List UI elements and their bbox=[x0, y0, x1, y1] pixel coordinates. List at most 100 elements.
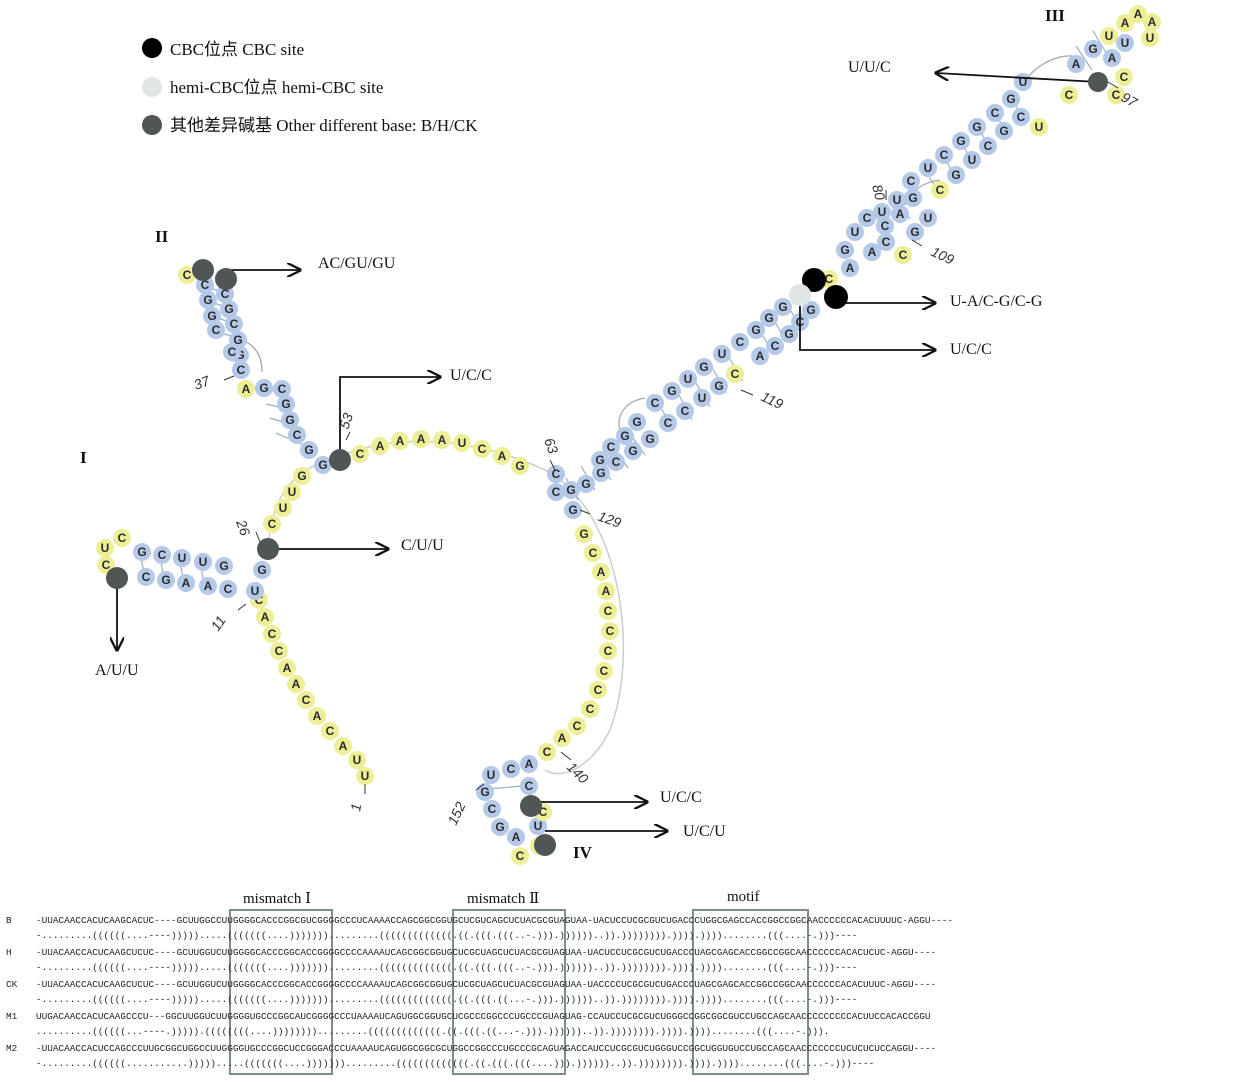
nucleotide-letter: C bbox=[586, 702, 595, 716]
nucleotide-letter: U bbox=[251, 584, 260, 598]
sequence-alignment: mismatch Ⅰ mismatch Ⅱ motif B-UUACAACCAC… bbox=[0, 885, 1239, 1082]
nucleotide-letter: C bbox=[607, 440, 616, 454]
nucleotide-circle bbox=[1141, 29, 1159, 47]
nucleotide-circle bbox=[575, 525, 593, 543]
box-title-mismatch-2: mismatch Ⅱ bbox=[467, 891, 540, 907]
nucleotide-circle bbox=[1084, 40, 1102, 58]
nucleotide-circle bbox=[935, 146, 953, 164]
nucleotide-letter: U bbox=[924, 211, 933, 225]
nucleotide-circle bbox=[589, 681, 607, 699]
nucleotide-circle bbox=[919, 209, 937, 227]
nucleotide-letter: G bbox=[764, 311, 773, 325]
nucleotide-letter: G bbox=[620, 429, 629, 443]
alignment-row-h-structure: -.........((((((....----))))).....((((((… bbox=[36, 962, 858, 973]
nucleotide-letter: A bbox=[558, 731, 567, 745]
nucleotide-letter: A bbox=[896, 207, 905, 221]
nucleotide-circle bbox=[873, 203, 891, 221]
nucleotide-circle bbox=[894, 246, 912, 264]
nucleotide-letter: G bbox=[645, 432, 654, 446]
nucleotide-letter: U bbox=[851, 225, 860, 239]
nucleotide-letter: G bbox=[840, 243, 849, 257]
nucleotide-circle bbox=[846, 223, 864, 241]
annotation-domain-iv-lower: U/C/U bbox=[683, 823, 726, 840]
nucleotide-circle bbox=[597, 582, 615, 600]
nucleotide-letter: C bbox=[539, 805, 548, 819]
nucleotide-letter: G bbox=[579, 527, 588, 541]
nucleotide-letter: G bbox=[595, 453, 604, 467]
nucleotide-letter: C bbox=[275, 644, 284, 658]
nucleotide-circle bbox=[592, 563, 610, 581]
nucleotide-circle bbox=[520, 777, 538, 795]
nucleotide-circle bbox=[858, 209, 876, 227]
nucleotide-letter: G bbox=[233, 333, 242, 347]
annotation-arrows bbox=[117, 73, 1099, 831]
nucleotide-circle bbox=[963, 151, 981, 169]
legend-hemi-label: hemi-CBC位点 hemi-CBC site bbox=[170, 78, 383, 97]
nucleotide-circle bbox=[663, 382, 681, 400]
nucleotide-circle bbox=[710, 377, 728, 395]
nucleotide-circle bbox=[891, 205, 909, 223]
nucleotide-letter: C bbox=[224, 582, 233, 596]
nucleotide-circle bbox=[751, 347, 769, 365]
nucleotide-circle bbox=[602, 438, 620, 456]
nucleotide-circle bbox=[483, 800, 501, 818]
nucleotide-circle bbox=[562, 481, 580, 499]
nucleotide-circle bbox=[774, 298, 792, 316]
nucleotide-circle bbox=[538, 743, 556, 761]
nucleotide-circle bbox=[726, 365, 744, 383]
alignment-row-ck-structure: -.........((((((....----))))).....((((((… bbox=[36, 994, 858, 1005]
nucleotide-circle bbox=[695, 358, 713, 376]
nucleotide-circle bbox=[412, 430, 430, 448]
nucleotide-circle bbox=[433, 431, 451, 449]
nucleotide-letter: C bbox=[118, 531, 127, 545]
nucleotide-letter: C bbox=[183, 268, 192, 282]
nucleotide-letter: U bbox=[924, 161, 933, 175]
alignment-row-m1-structure: ..........((((((...----.))))).((((((((..… bbox=[36, 1026, 830, 1037]
nucleotide-letter: G bbox=[297, 469, 306, 483]
nucleotide-letter: U bbox=[1146, 31, 1155, 45]
nucleotide-letter: C bbox=[525, 779, 534, 793]
nucleotide-letter: U bbox=[534, 819, 543, 833]
nucleotide-circle bbox=[321, 722, 339, 740]
nucleotide-circle bbox=[199, 577, 217, 595]
central-loop bbox=[267, 440, 625, 775]
nucleotide-letter: U bbox=[698, 391, 707, 405]
nucleotide-letter: G bbox=[714, 379, 723, 393]
nucleotide-letter: C bbox=[102, 558, 111, 572]
nucleotide-letter: U bbox=[878, 205, 887, 219]
nucleotide-letter: A bbox=[1072, 57, 1081, 71]
other-base-marker bbox=[215, 268, 237, 290]
nucleotide-letter: G bbox=[495, 820, 504, 834]
nucleotide-letter: C bbox=[881, 219, 890, 233]
nucleotide-circle bbox=[153, 546, 171, 564]
nucleotide-letter: C bbox=[507, 762, 516, 776]
nucleotide-letter: U bbox=[361, 769, 370, 783]
nucleotide-letter: A bbox=[438, 433, 447, 447]
nucleotide-letter: C bbox=[731, 367, 740, 381]
nucleotide-letter: G bbox=[304, 443, 313, 457]
nucleotide-letter: G bbox=[224, 302, 233, 316]
nucleotide-letter: A bbox=[602, 584, 611, 598]
nucleotide-letter: G bbox=[1006, 92, 1015, 106]
nucleotide-letter: C bbox=[825, 272, 834, 286]
nucleotide-letter: U bbox=[1105, 29, 1114, 43]
nucleotide-letter: G bbox=[281, 397, 290, 411]
nucleotide-circle bbox=[595, 662, 613, 680]
nucleotide-circle bbox=[199, 291, 217, 309]
nucleotide-letter: C bbox=[863, 211, 872, 225]
nucleotide-letter: C bbox=[293, 428, 302, 442]
nucleotide-circle bbox=[607, 453, 625, 471]
nucleotide-circle bbox=[263, 625, 281, 643]
nucleotide-circle bbox=[288, 426, 306, 444]
nucleotide-circle bbox=[348, 751, 366, 769]
legend: CBC位点 CBC site hemi-CBC位点 hemi-CBC site … bbox=[142, 38, 478, 135]
nucleotide-circle bbox=[216, 285, 234, 303]
nucleotide-letter: G bbox=[972, 120, 981, 134]
nucleotide-letter: C bbox=[771, 339, 780, 353]
nucleotide-circle bbox=[246, 582, 264, 600]
nucleotide-letter: C bbox=[268, 517, 277, 531]
nucleotide-letter: U bbox=[718, 347, 727, 361]
domain-label-iii: III bbox=[1045, 6, 1065, 25]
nucleotide-circle bbox=[277, 395, 295, 413]
nucleotide-circle bbox=[511, 457, 529, 475]
